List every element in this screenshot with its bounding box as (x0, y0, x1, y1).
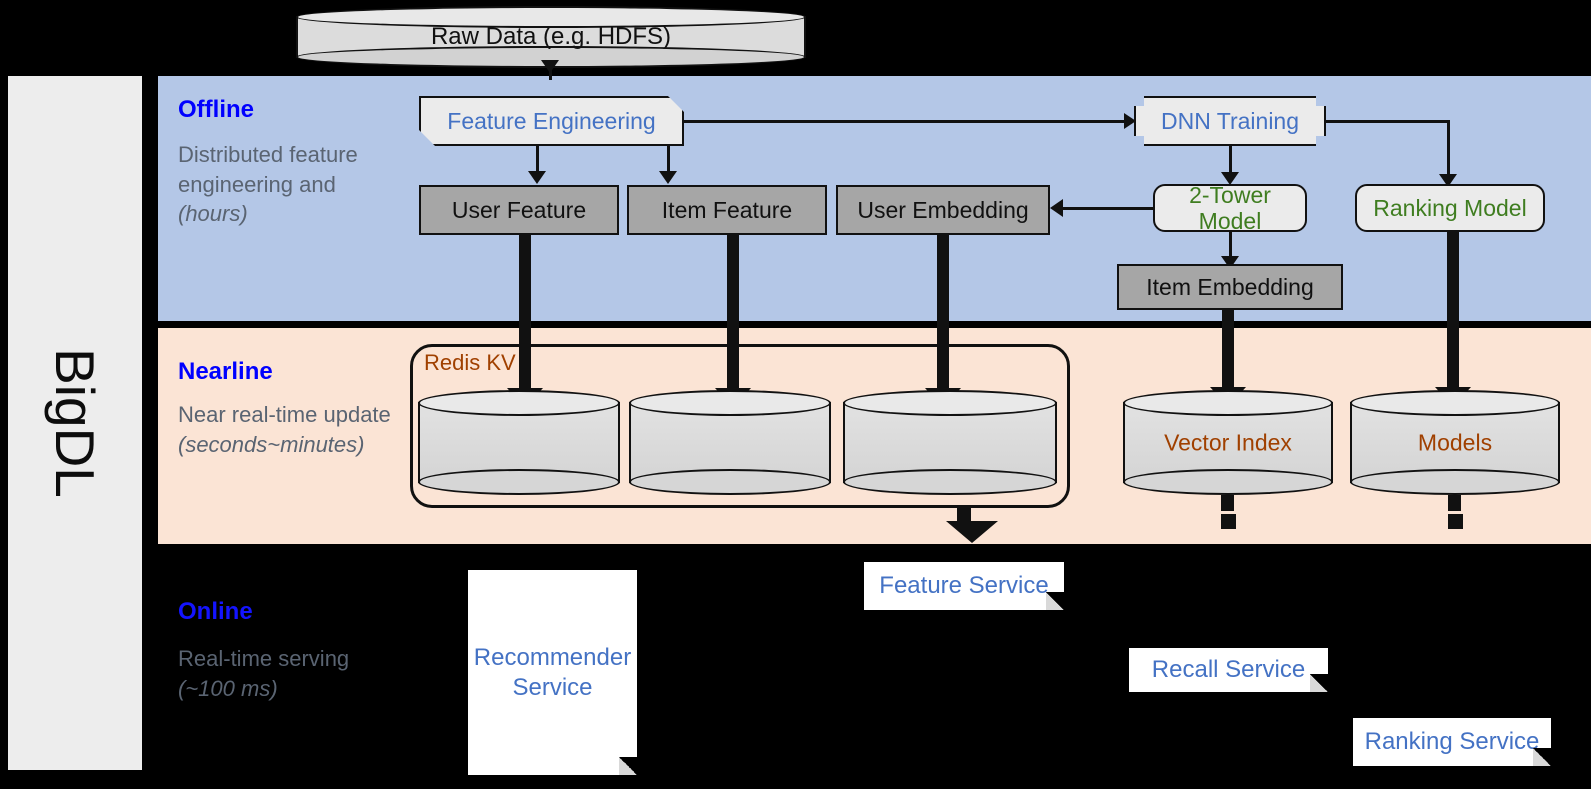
raw-data-cylinder: Raw Data (e.g. HDFS) (296, 6, 806, 68)
arrowhead-fe-dnn (1124, 113, 1136, 129)
connector-stub-models (1448, 495, 1461, 511)
node-label: User Feature (451, 196, 587, 223)
arrowhead-feature-service (946, 521, 998, 543)
cylinder-top (296, 6, 806, 28)
card-recall-service[interactable]: Recall Service (1129, 648, 1328, 692)
online-description-text: Real-time serving (178, 646, 350, 671)
node-label: Ranking Model (1373, 194, 1527, 221)
node-feature-engineering[interactable]: Feature Engineering (419, 96, 684, 146)
node-user-embedding[interactable]: User Embedding (836, 185, 1050, 235)
node-label: User Embedding (857, 196, 1029, 223)
nearline-description-text: Near real-time update (178, 402, 391, 427)
arrowhead-twotower-useremb (1050, 199, 1063, 217)
connector-dot-vector-index (1221, 514, 1236, 529)
nearline-description: Near real-time update (seconds~minutes) (178, 400, 393, 459)
cylinder-bottom (629, 469, 831, 495)
models-cylinder[interactable]: Models (1350, 390, 1560, 495)
card-label: Recall Service (1151, 656, 1306, 683)
node-ranking-model[interactable]: Ranking Model (1355, 184, 1545, 232)
card-label: Ranking Service (1364, 728, 1540, 755)
card-recommender-service[interactable]: Recommender Service (468, 570, 637, 775)
store-user-embedding-cylinder[interactable] (843, 390, 1057, 495)
offline-title: Offline (178, 96, 254, 123)
connector-stub-vector-index (1221, 495, 1234, 511)
bigdl-label: BigDL (44, 348, 106, 498)
cylinder-top (1350, 390, 1560, 416)
connector-fe-itemfeature (667, 146, 670, 173)
online-title: Online (178, 598, 253, 625)
cylinder-bottom (843, 469, 1057, 495)
vector-index-label: Vector Index (1164, 429, 1292, 455)
node-dnn-training[interactable]: DNN Training (1134, 96, 1326, 146)
connector-twotower-itememb (1229, 232, 1232, 259)
redis-kv-container (410, 344, 1070, 508)
connector-dot-models (1448, 514, 1463, 529)
bigdl-rail: BigDL (8, 76, 142, 770)
arrowhead-fe-itemfeature (659, 171, 677, 184)
connector-dot-feature-service (957, 508, 971, 522)
node-item-feature[interactable]: Item Feature (627, 185, 827, 235)
card-label: Feature Service (879, 572, 1049, 599)
cylinder-bottom (418, 469, 620, 495)
page-fold-icon (619, 757, 637, 775)
node-item-embedding[interactable]: Item Embedding (1117, 264, 1343, 310)
node-user-feature[interactable]: User Feature (419, 185, 619, 235)
cylinder-top (843, 390, 1057, 416)
pipe-item-embedding (1222, 310, 1234, 392)
connector-fe-userfeature (536, 146, 539, 173)
store-user-feature-cylinder[interactable] (418, 390, 620, 495)
store-item-feature-cylinder[interactable] (629, 390, 831, 495)
page-fold-icon (1310, 674, 1328, 692)
offline-description-emphasis: (hours) (178, 201, 248, 227)
card-ranking-service[interactable]: Ranking Service (1353, 718, 1551, 766)
pipe-user-feature (519, 235, 531, 393)
nearline-description-emphasis: (seconds~minutes) (178, 431, 365, 457)
offline-description: Distributed feature engineering and (hou… (178, 140, 393, 229)
arrowhead-rawdata-fe (541, 60, 559, 73)
arrowhead-dnn-ranking (1439, 174, 1457, 187)
page-fold-icon (1533, 748, 1551, 766)
connector-dnn-ranking-h (1326, 120, 1450, 123)
connector-twotower-useremb (1062, 207, 1154, 210)
arrowhead-dnn-twotower (1221, 172, 1239, 185)
page-fold-icon (1046, 592, 1064, 610)
cylinder-top (1123, 390, 1333, 416)
node-label: DNN Training (1160, 107, 1300, 134)
node-2-tower-model[interactable]: 2-Tower Model (1153, 181, 1307, 234)
online-description-emphasis: (~100 ms) (178, 675, 278, 701)
cylinder-top (629, 390, 831, 416)
models-label: Models (1417, 429, 1493, 455)
pipe-ranking-model (1447, 232, 1459, 392)
offline-description-text: Distributed feature engineering and (178, 142, 358, 197)
node-label: Feature Engineering (447, 107, 656, 134)
node-label: Item Feature (661, 196, 793, 223)
raw-data-label: Raw Data (e.g. HDFS) (430, 23, 672, 50)
pipe-user-embedding (937, 235, 949, 393)
online-description: Real-time serving (~100 ms) (178, 644, 393, 703)
pipe-item-feature (727, 235, 739, 393)
connector-dnn-ranking-v (1447, 120, 1450, 177)
connector-fe-dnn (684, 120, 1128, 123)
redis-kv-label: Redis KV (424, 350, 516, 375)
card-feature-service[interactable]: Feature Service (864, 562, 1064, 610)
node-label: Item Embedding (1146, 273, 1314, 300)
cylinder-bottom (1350, 469, 1560, 495)
cylinder-top (418, 390, 620, 416)
cylinder-bottom (1123, 469, 1333, 495)
card-label: Recommender Service (473, 643, 632, 701)
nearline-title: Nearline (178, 358, 273, 385)
node-label: 2-Tower Model (1189, 181, 1271, 234)
connector-dnn-twotower (1229, 146, 1232, 174)
vector-index-cylinder[interactable]: Vector Index (1123, 390, 1333, 495)
arrowhead-fe-userfeature (528, 171, 546, 184)
